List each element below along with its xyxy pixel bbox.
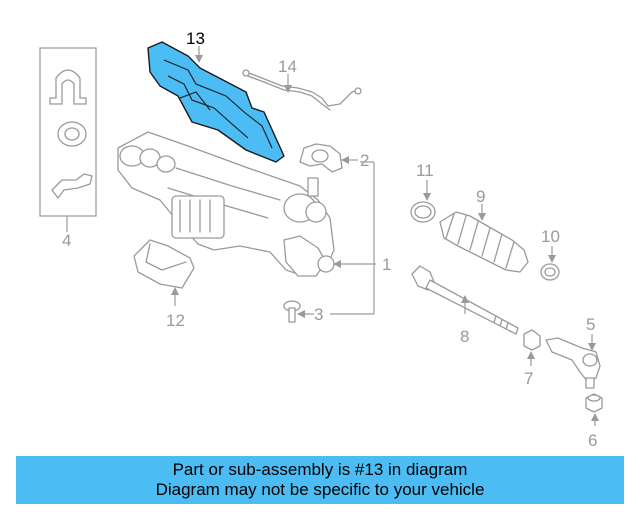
part-10-clamp[interactable] xyxy=(540,263,560,281)
part-4-mount-group[interactable] xyxy=(39,47,97,217)
callout-9: 9 xyxy=(476,187,485,206)
part-5-tie-rod-end[interactable] xyxy=(545,337,601,389)
callout-8: 8 xyxy=(460,327,469,346)
callout-10: 10 xyxy=(541,227,560,246)
callout-6: 6 xyxy=(588,431,597,450)
callout-2: 2 xyxy=(360,151,369,170)
callout-14: 14 xyxy=(278,57,297,76)
part-13-heat-shield[interactable] xyxy=(147,41,285,163)
part-7-nut[interactable] xyxy=(523,329,541,351)
callout-13: 13 xyxy=(186,29,205,48)
caption-line-2: Diagram may not be specific to your vehi… xyxy=(155,480,485,499)
part-11-clamp[interactable] xyxy=(410,201,436,223)
callout-4: 4 xyxy=(62,231,71,250)
part-1-steering-rack[interactable] xyxy=(117,131,335,277)
callout-12: 12 xyxy=(166,311,185,330)
part-9-boot[interactable] xyxy=(439,211,529,273)
part-2-mount-bushing[interactable] xyxy=(299,143,343,173)
callout-1: 1 xyxy=(382,255,391,274)
caption-banner: Part or sub-assembly is #13 in diagram D… xyxy=(16,456,624,504)
callout-5: 5 xyxy=(586,315,595,334)
callout-3: 3 xyxy=(314,305,323,324)
part-14-hose[interactable] xyxy=(242,69,362,111)
part-3-bolt[interactable] xyxy=(283,300,301,323)
caption-line-1: Part or sub-assembly is #13 in diagram xyxy=(172,460,468,479)
callout-11: 11 xyxy=(416,161,434,180)
part-12-cover[interactable] xyxy=(133,239,195,289)
callout-7: 7 xyxy=(524,369,533,388)
part-8-tie-rod[interactable] xyxy=(411,265,519,335)
part-6-nut[interactable] xyxy=(585,393,603,413)
